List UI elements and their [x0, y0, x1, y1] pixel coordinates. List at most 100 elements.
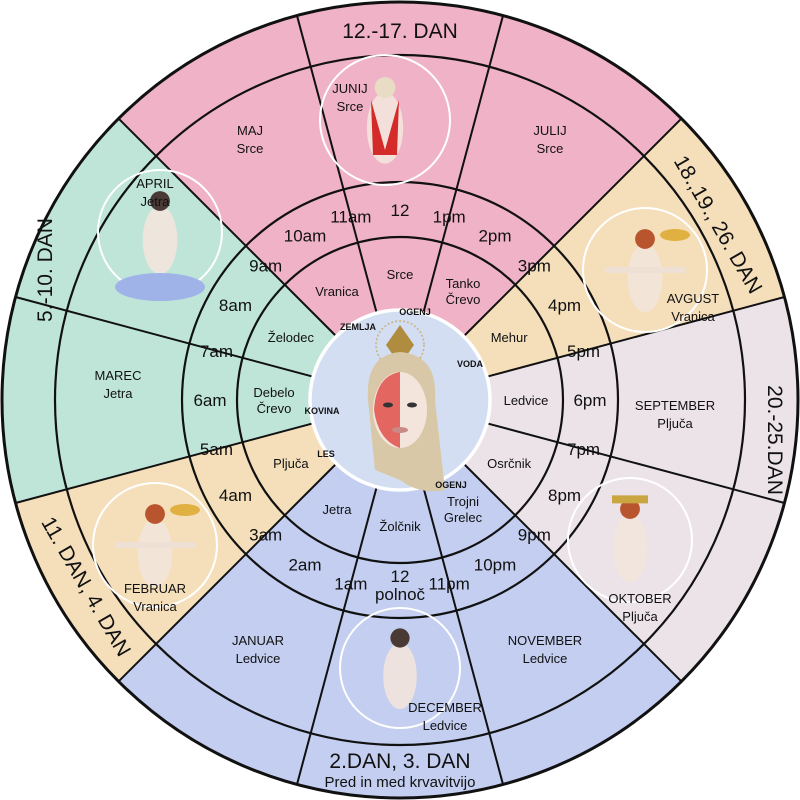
organ-label: Jetra	[323, 502, 353, 517]
illustrations	[92, 54, 708, 729]
hour-label: 10am	[284, 226, 327, 245]
sector-divider	[296, 486, 378, 785]
month-label-oktober: OKTOBER	[608, 591, 671, 606]
outer-label-left: 5.-10. DAN	[34, 218, 57, 322]
element-label: ZEMLJA	[340, 322, 377, 332]
element-label: OGENJ	[435, 480, 467, 490]
organ-label: Mehur	[491, 330, 529, 345]
sector-divider	[117, 117, 338, 338]
organ-label: Črevo	[446, 292, 481, 307]
sector-divider	[15, 422, 314, 504]
hour-label: 2pm	[478, 226, 511, 245]
hour-label: 1am	[334, 575, 367, 594]
organ-label: Grelec	[444, 510, 483, 525]
month-label-november: NOVEMBER	[508, 633, 582, 648]
sector-divider	[462, 462, 683, 683]
month-label-januar: JANUAR	[232, 633, 284, 648]
sector-julij	[422, 15, 682, 338]
month-label-avgust: AVGUST	[667, 291, 720, 306]
organ-label: Črevo	[257, 401, 292, 416]
month-label-februar: FEBRUAR	[124, 581, 186, 596]
organ-label: Tanko	[446, 276, 481, 291]
sector-divider	[422, 15, 504, 314]
ring-circle	[235, 235, 565, 565]
hour-label: 10pm	[474, 556, 517, 575]
organ-label: Srce	[387, 267, 414, 282]
hour-label: 1pm	[433, 207, 466, 226]
hour-label-midnight: 12	[391, 567, 410, 586]
sector-februar	[15, 422, 338, 682]
sector-november	[422, 462, 682, 785]
month-organ-label: Vranica	[133, 599, 177, 614]
sector-junij	[296, 2, 504, 315]
organ-label: Pljuča	[273, 456, 309, 471]
month-label-april: APRIL	[136, 176, 174, 191]
month-label-junij: JUNIJ	[332, 81, 367, 96]
month-organ-label: Srce	[237, 141, 264, 156]
ring-circle	[53, 53, 747, 747]
hour-label: 2am	[288, 556, 321, 575]
center-medallion	[308, 308, 492, 492]
illustration-oktober	[567, 477, 693, 603]
illustration-februar	[92, 482, 218, 608]
midnight-note: polnoč	[375, 585, 426, 604]
month-organ-label: Srce	[337, 99, 364, 114]
hour-label: 12	[391, 201, 410, 220]
hour-label: 8pm	[548, 486, 581, 505]
illustration-avgust	[582, 207, 708, 333]
month-organ-label: Ledvice	[423, 718, 468, 733]
outer-label-top: 12.-17. DAN	[342, 20, 458, 43]
organ-label: Trojni	[447, 494, 479, 509]
month-organ-label: Srce	[537, 141, 564, 156]
organ-label: Želodec	[268, 330, 315, 345]
sector-divider	[486, 422, 785, 504]
outer-label-bottom: 2.DAN, 3. DAN	[329, 750, 470, 773]
month-label-december: DECEMBER	[408, 700, 482, 715]
hour-label: 3pm	[518, 257, 551, 276]
illustration-december	[339, 607, 461, 729]
hour-label: 6am	[193, 391, 226, 410]
sector-marec	[1, 296, 315, 504]
element-label: VODA	[457, 359, 484, 369]
month-label-marec: MAREC	[95, 368, 142, 383]
sector-divider	[15, 296, 314, 378]
hour-label: 11pm	[429, 575, 470, 594]
illustration-april	[97, 169, 223, 301]
illustration-junij	[319, 54, 451, 186]
month-organ-label: Ledvice	[523, 651, 568, 666]
outer-label-bottom-note: Pred in med krvavitvijo	[325, 774, 476, 791]
hour-label: 9am	[249, 257, 282, 276]
hour-label: 11am	[330, 207, 371, 226]
sector-september	[485, 296, 798, 504]
sector-januar	[118, 462, 378, 785]
organ-label: Žolčnik	[379, 519, 421, 534]
month-label-september: SEPTEMBER	[635, 398, 715, 413]
outer-label-right: 20.-25.DAN	[763, 385, 786, 495]
element-label: LES	[317, 449, 335, 459]
hour-label: 7am	[200, 342, 233, 361]
sector-divider	[422, 486, 504, 785]
element-label: OGENJ	[399, 307, 431, 317]
organ-label: Vranica	[315, 284, 359, 299]
organ-label: Osrčnik	[487, 456, 532, 471]
hour-label: 5pm	[567, 342, 600, 361]
hour-label: 9pm	[518, 525, 551, 544]
sector-divider	[486, 296, 785, 378]
month-organ-label: Pljuča	[622, 609, 658, 624]
month-organ-label: Ledvice	[236, 651, 281, 666]
hour-label: 4pm	[548, 296, 581, 315]
sector-divider	[462, 117, 683, 338]
month-organ-label: Vranica	[671, 309, 715, 324]
sector-divider	[117, 462, 338, 683]
hour-label: 8am	[219, 296, 252, 315]
hour-label: 7pm	[567, 440, 600, 459]
month-label-julij: JULIJ	[533, 123, 566, 138]
sector-maj	[118, 15, 378, 338]
hour-label: 3am	[249, 525, 282, 544]
element-label: KOVINA	[304, 406, 340, 416]
hour-label: 6pm	[573, 391, 606, 410]
ring-circle	[180, 180, 620, 620]
